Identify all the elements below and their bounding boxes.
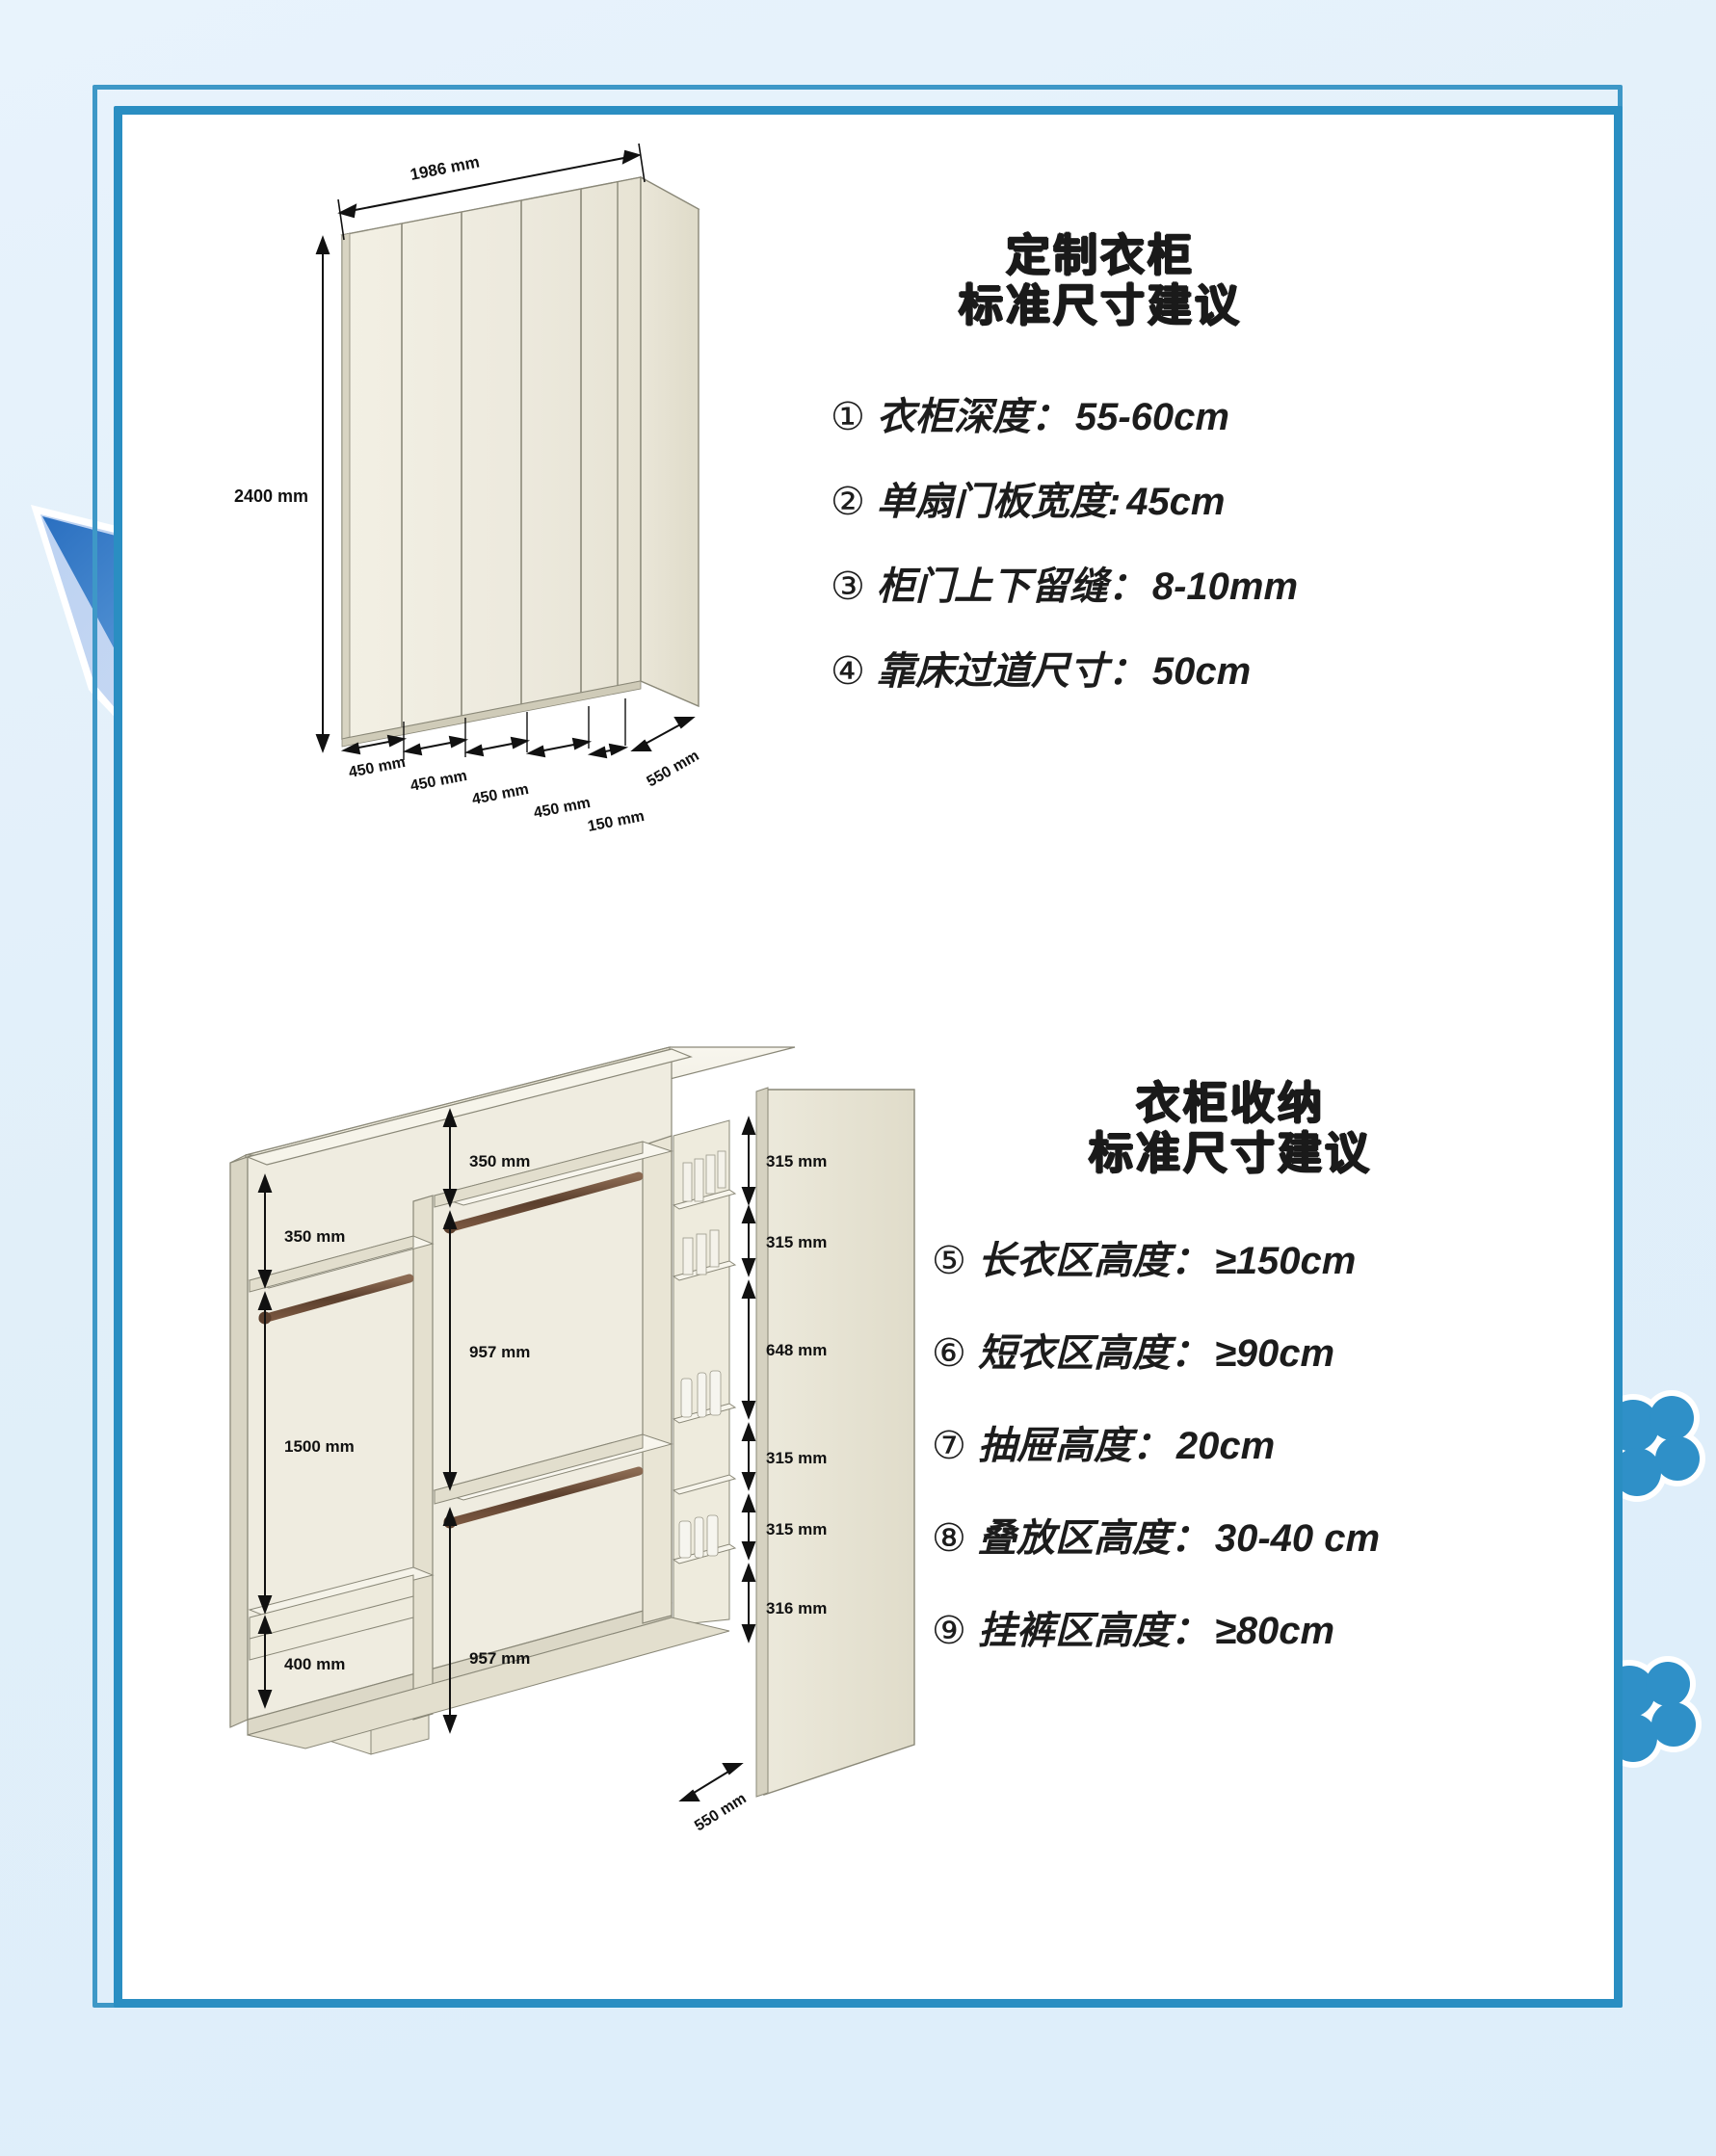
spec-item-3-value: 8-10mm	[1151, 565, 1299, 608]
spec-panel-storage: 衣柜收纳 标准尺寸建议 ⑤ 长衣区高度： ≥150cm ⑥ 短衣区高度： ≥90…	[932, 1078, 1529, 1692]
panel-1-title: 定制衣柜 标准尺寸建议	[831, 230, 1370, 331]
spec-item-2: ② 单扇门板宽度: 45cm	[831, 470, 1370, 526]
dim-door-2: 450 mm	[409, 768, 469, 795]
spec-item-2-label: 单扇门板宽度:	[876, 480, 1122, 523]
spec-item-6-label: 短衣区高度：	[977, 1331, 1209, 1375]
panel-2-title: 衣柜收纳 标准尺寸建议	[932, 1078, 1529, 1179]
spec-item-3-label: 柜门上下留缝：	[876, 565, 1147, 608]
closed-wardrobe-diagram: 1986 mm 2400 mm	[234, 143, 702, 835]
spec-item-1: ① 衣柜深度： 55-60cm	[831, 385, 1370, 441]
spec-item-8-value: 30-40 cm	[1214, 1516, 1381, 1560]
spec-item-9-number: ⑨	[932, 1609, 966, 1652]
dim-mid-top-shelf: 350 mm	[469, 1152, 530, 1170]
spec-item-6-number: ⑥	[932, 1331, 966, 1375]
spec-item-5-value: ≥150cm	[1214, 1239, 1357, 1282]
dim-left-top-shelf: 350 mm	[284, 1227, 345, 1246]
spec-item-7-label: 抽屉高度：	[977, 1424, 1171, 1467]
dim-door-1: 450 mm	[348, 754, 408, 781]
spec-item-2-number: ②	[831, 480, 865, 523]
spec-item-5-label: 长衣区高度：	[977, 1239, 1209, 1282]
spec-item-1-value: 55-60cm	[1074, 395, 1229, 438]
dim-short-hang-lower: 957 mm	[469, 1649, 530, 1668]
dim-side-shelf-1: 315 mm	[766, 1152, 827, 1170]
dim-side-shelf-4: 315 mm	[766, 1449, 827, 1467]
dim-width-total: 1986 mm	[409, 152, 481, 184]
content-canvas: 1986 mm 2400 mm	[122, 115, 1614, 1999]
dim-short-hang-upper: 957 mm	[469, 1343, 530, 1361]
spec-item-1-number: ①	[831, 395, 865, 438]
dim-depth-1: 550 mm	[645, 748, 702, 791]
spec-item-3: ③ 柜门上下留缝： 8-10mm	[831, 555, 1370, 611]
dim-side-shelf-3: 648 mm	[766, 1341, 827, 1359]
panel-1-title-line2: 标准尺寸建议	[959, 279, 1242, 332]
spec-item-3-number: ③	[831, 565, 865, 608]
spec-item-4-label: 靠床过道尺寸：	[876, 649, 1147, 693]
spec-item-7-value: 20cm	[1175, 1424, 1276, 1467]
panel-2-title-line1: 衣柜收纳	[1136, 1077, 1325, 1129]
spec-panel-wardrobe: 定制衣柜 标准尺寸建议 ① 衣柜深度： 55-60cm ② 单扇门板宽度: 45…	[831, 230, 1370, 724]
dim-drawer: 400 mm	[284, 1655, 345, 1673]
panel-1-spec-list: ① 衣柜深度： 55-60cm ② 单扇门板宽度: 45cm ③ 柜门上下留缝：…	[831, 385, 1370, 696]
spec-item-6-value: ≥90cm	[1214, 1331, 1335, 1375]
open-wardrobe-diagram: 350 mm 1500 mm 400 mm 350 mm 957 mm	[229, 1046, 915, 1834]
spec-item-4: ④ 靠床过道尺寸： 50cm	[831, 640, 1370, 696]
dim-long-hang: 1500 mm	[284, 1437, 355, 1456]
dim-door-4: 450 mm	[533, 795, 593, 822]
dim-side-shelf-5: 315 mm	[766, 1520, 827, 1538]
spec-item-5-number: ⑤	[932, 1239, 966, 1282]
spec-item-9: ⑨ 挂裤区高度： ≥80cm	[932, 1599, 1529, 1655]
dim-side-shelf-2: 315 mm	[766, 1233, 827, 1251]
spec-item-8-label: 叠放区高度：	[977, 1516, 1209, 1560]
spec-item-2-value: 45cm	[1126, 480, 1226, 523]
spec-item-4-value: 50cm	[1151, 649, 1252, 693]
spec-item-8: ⑧ 叠放区高度： 30-40 cm	[932, 1507, 1529, 1563]
spec-item-7: ⑦ 抽屉高度： 20cm	[932, 1414, 1529, 1470]
spec-item-8-number: ⑧	[932, 1516, 966, 1560]
spec-item-9-value: ≥80cm	[1214, 1609, 1335, 1652]
dim-door-3: 450 mm	[471, 781, 531, 808]
dim-side-shelf-6: 316 mm	[766, 1599, 827, 1617]
panel-2-spec-list: ⑤ 长衣区高度： ≥150cm ⑥ 短衣区高度： ≥90cm ⑦ 抽屉高度： 2…	[932, 1229, 1529, 1655]
dim-height-total: 2400 mm	[234, 486, 308, 506]
spec-item-4-number: ④	[831, 649, 865, 693]
panel-2-title-line2: 标准尺寸建议	[1089, 1127, 1372, 1180]
spec-item-6: ⑥ 短衣区高度： ≥90cm	[932, 1322, 1529, 1378]
spec-item-9-label: 挂裤区高度：	[977, 1609, 1209, 1652]
spec-item-7-number: ⑦	[932, 1424, 966, 1467]
panel-1-title-line1: 定制衣柜	[1006, 229, 1195, 281]
dim-depth-2: 550 mm	[692, 1790, 750, 1834]
spec-item-5: ⑤ 长衣区高度： ≥150cm	[932, 1229, 1529, 1285]
dim-side-panel: 150 mm	[587, 808, 647, 835]
spec-item-1-label: 衣柜深度：	[876, 395, 1069, 438]
